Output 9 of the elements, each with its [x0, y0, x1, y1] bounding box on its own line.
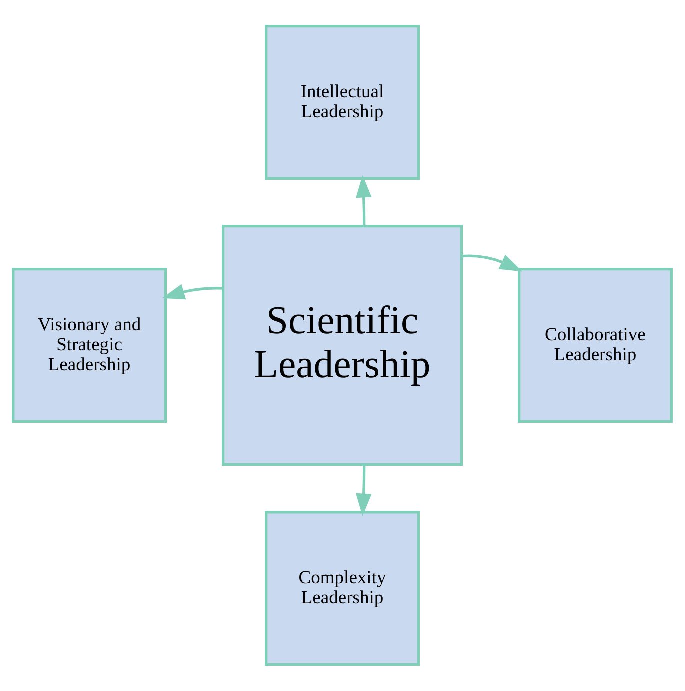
- node-box: Scientific Leadership: [222, 224, 464, 466]
- node-box: Intellectual Leadership: [265, 24, 420, 180]
- node-box: Visionary and Strategic Leadership: [12, 268, 167, 423]
- arrow: [356, 464, 372, 516]
- node-box: Collaborative Leadership: [518, 268, 673, 423]
- arrow: [356, 175, 372, 226]
- node-box: Complexity Leadership: [265, 511, 420, 666]
- arrow: [462, 254, 522, 272]
- arrow: [162, 284, 223, 300]
